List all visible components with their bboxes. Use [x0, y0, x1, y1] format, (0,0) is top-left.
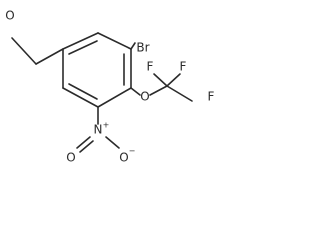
ring-bond-5	[62, 87, 99, 108]
ether-bond-1	[130, 87, 141, 96]
atom-nitro-nitrogen: N	[94, 123, 103, 137]
ring-bond-1	[62, 32, 99, 50]
nitro-o-left-bond-1	[76, 136, 91, 149]
nitro-oxygen-charge: −	[129, 147, 136, 156]
nitro-o-left-bond-2	[79, 140, 94, 153]
atom-nitro-oxygen-right: O	[119, 151, 128, 165]
atom-fluorine-top-left: F	[147, 60, 154, 74]
ring-bond-4	[97, 87, 132, 108]
atom-bromine: Br	[136, 41, 149, 55]
ether-bond-2	[149, 85, 168, 96]
ring-bond-1-inner	[68, 40, 98, 55]
nitro-nitrogen-charge: +	[103, 121, 110, 130]
ring-bond-5-inner	[68, 83, 98, 100]
atom-ether-oxygen: O	[140, 90, 149, 104]
nitro-o-right-bond	[105, 136, 120, 149]
molecule-drawing: O Br O F F F N + O O −	[5, 9, 215, 165]
aldehyde-single-bond	[11, 37, 37, 65]
atom-fluorine-right: F	[208, 90, 215, 104]
atom-fluorine-top-right: F	[180, 60, 187, 74]
cf3-bond-top-right	[166, 73, 181, 87]
aldehyde-ring-bond	[35, 48, 64, 65]
atom-nitro-oxygen-left: O	[66, 151, 75, 165]
cf3-bond-top-left	[153, 73, 168, 87]
atom-aldehyde-oxygen: O	[5, 9, 14, 23]
structure-canvas: O Br O F F F N + O O −	[5, 8, 215, 165]
cf3-bond-right	[166, 85, 193, 102]
bromine-bond	[130, 42, 136, 50]
ring-bond-2	[97, 32, 132, 50]
